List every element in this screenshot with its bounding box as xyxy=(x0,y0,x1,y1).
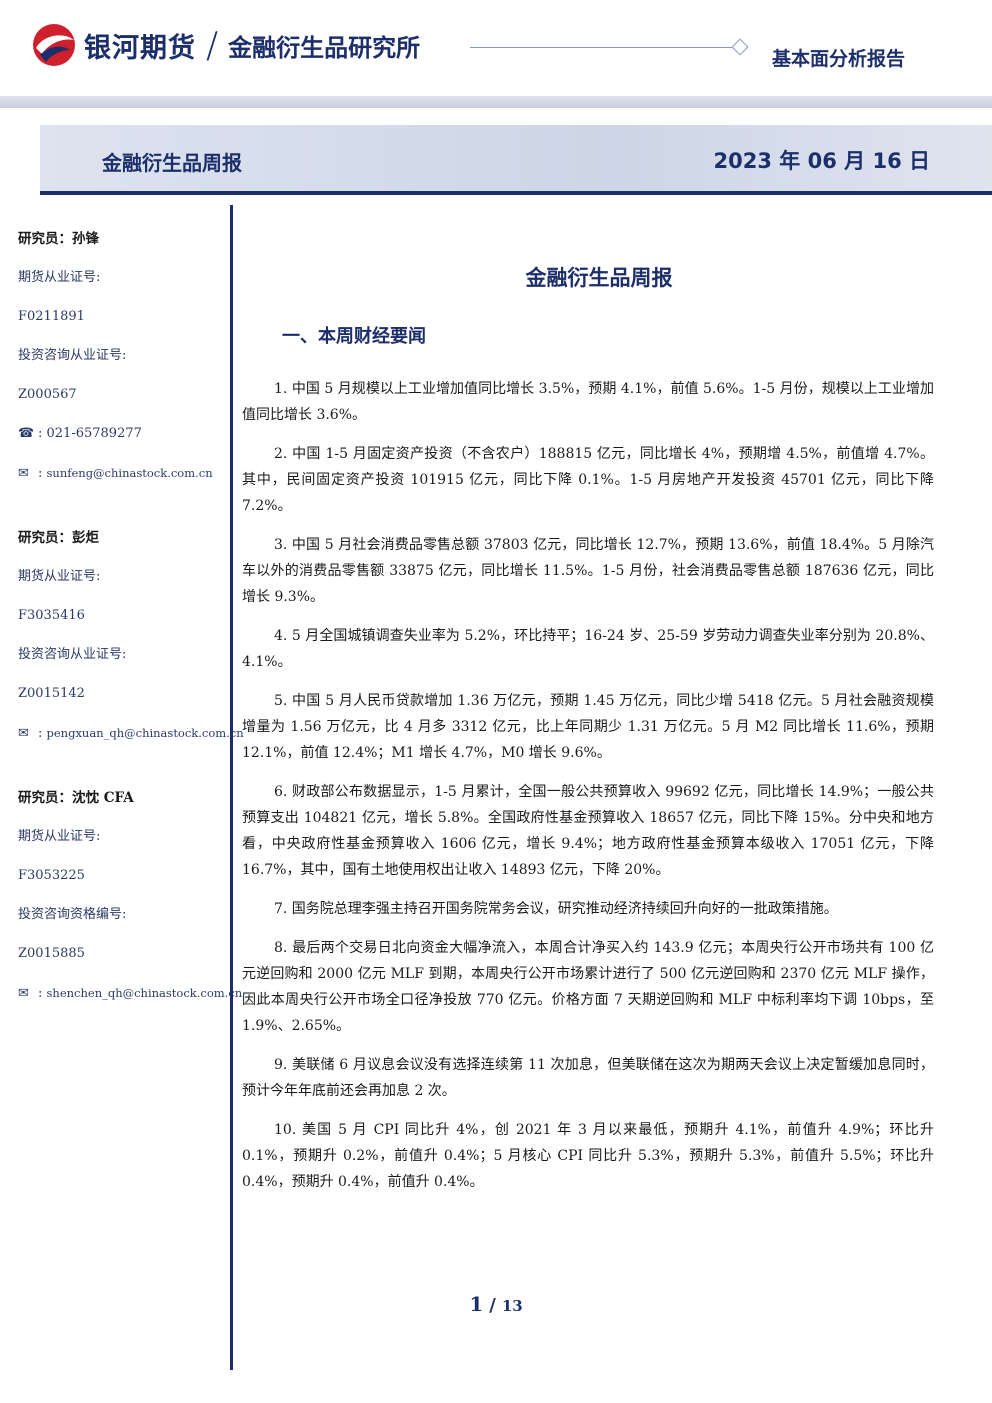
news-paragraph: 7. 国务院总理李强主持召开国务院常务会议，研究推动经济持续回升向好的一批政策措… xyxy=(274,901,838,917)
header-rule xyxy=(470,47,732,48)
brand-header: 银河期货 / 金融衍生品研究所 xyxy=(30,22,420,68)
analyst-card: 研究员：孙锋 期货从业证号: F0211891 投资咨询从业证号: Z00056… xyxy=(18,226,228,499)
page-number: 1/ 13 xyxy=(0,1292,992,1316)
news-paragraph: 8. 最后两个交易日北向资金大幅净流入，本周合计净买入约 143.9 亿元；本周… xyxy=(242,940,934,1034)
email-line: ✉: shenchen_qh@chinastock.com.cn xyxy=(18,980,242,1019)
section-heading: 一、本周财经要闻 xyxy=(282,326,426,347)
phone-number: 021-65789277 xyxy=(46,426,142,441)
news-paragraph: 5. 中国 5 月人民币贷款增加 1.36 万亿元，预期 1.45 万亿元，同比… xyxy=(242,693,934,761)
email-link[interactable]: sunfeng@chinastock.com.cn xyxy=(46,466,213,480)
analyst-sidebar: 研究员：孙锋 期货从业证号: F0211891 投资咨询从业证号: Z00056… xyxy=(18,226,244,1045)
header-diamond-ornament xyxy=(731,38,749,56)
futures-cert-number: F3035416 xyxy=(18,608,85,623)
page-separator: / xyxy=(489,1295,496,1316)
envelope-icon: ✉ xyxy=(18,986,29,1001)
news-paragraph: 9. 美联储 6 月议息会议没有选择连续第 11 次加息，但美联储在这次为期两天… xyxy=(242,1057,934,1099)
analyst-card: 研究员：沈忱 CFA 期货从业证号: F3053225 投资咨询资格编号: Z0… xyxy=(18,785,242,1019)
total-pages: 13 xyxy=(501,1297,523,1315)
futures-cert-label: 期货从业证号: xyxy=(18,270,101,285)
department-name: 金融衍生品研究所 xyxy=(228,33,421,62)
phone-line: ☎: 021-65789277 xyxy=(18,421,228,460)
main-content: 金融衍生品周报 一、本周财经要闻 1. 中国 5 月规模以上工业增加值同比增长 … xyxy=(242,262,934,1208)
envelope-icon: ✉ xyxy=(18,726,29,741)
news-paragraph: 2. 中国 1-5 月固定资产投资（不含农户）188815 亿元，同比增长 4%… xyxy=(242,446,934,514)
document-title: 金融衍生品周报 xyxy=(525,266,673,290)
analyst-card: 研究员：彭炬 期货从业证号: F3035416 投资咨询从业证号: Z00151… xyxy=(18,525,244,759)
current-page: 1 xyxy=(469,1292,484,1316)
analyst-name: 研究员：沈忱 CFA xyxy=(18,790,134,806)
advisory-cert-label: 投资咨询资格编号: xyxy=(18,907,127,922)
phone-icon: ☎ xyxy=(18,426,35,441)
futures-cert-number: F3053225 xyxy=(18,868,85,883)
news-paragraph: 10. 美国 5 月 CPI 同比升 4%，创 2021 年 3 月以来最低，预… xyxy=(242,1122,934,1190)
news-paragraph: 1. 中国 5 月规模以上工业增加值同比增长 3.5%，预期 4.1%，前值 5… xyxy=(242,381,934,423)
futures-cert-label: 期货从业证号: xyxy=(18,569,101,584)
news-paragraph: 6. 财政部公布数据显示，1-5 月累计，全国一般公共预算收入 99692 亿元… xyxy=(242,784,934,878)
futures-cert-label: 期货从业证号: xyxy=(18,829,101,844)
top-band xyxy=(0,96,992,108)
futures-cert-number: F0211891 xyxy=(18,309,85,324)
email-line: ✉: sunfeng@chinastock.com.cn xyxy=(18,460,228,499)
advisory-cert-label: 投资咨询从业证号: xyxy=(18,348,127,363)
vertical-divider xyxy=(230,205,233,1370)
brand-name: 银河期货 xyxy=(84,32,196,64)
report-series-title: 金融衍生品周报 xyxy=(102,151,242,175)
report-type: 基本面分析报告 xyxy=(772,48,906,70)
email-link[interactable]: shenchen_qh@chinastock.com.cn xyxy=(46,986,243,1000)
email-link[interactable]: pengxuan_qh@chinastock.com.cn xyxy=(46,726,244,740)
news-paragraph: 3. 中国 5 月社会消费品零售总额 37803 亿元，同比增长 12.7%，预… xyxy=(242,537,934,605)
analyst-name: 研究员：孙锋 xyxy=(18,231,99,247)
report-date: 2023 年 06 月 16 日 xyxy=(713,149,930,173)
email-line: ✉: pengxuan_qh@chinastock.com.cn xyxy=(18,720,244,759)
analyst-name: 研究员：彭炬 xyxy=(18,530,99,546)
envelope-icon: ✉ xyxy=(18,466,29,481)
advisory-cert-number: Z0015885 xyxy=(18,946,85,961)
news-paragraph: 4. 5 月全国城镇调查失业率为 5.2%，环比持平；16-24 岁、25-59… xyxy=(242,628,934,670)
brand-separator: / xyxy=(206,24,219,66)
advisory-cert-label: 投资咨询从业证号: xyxy=(18,647,127,662)
title-bar: 金融衍生品周报 2023 年 06 月 16 日 xyxy=(40,125,992,195)
advisory-cert-number: Z0015142 xyxy=(18,686,85,701)
galaxy-logo-icon xyxy=(33,24,75,66)
advisory-cert-number: Z000567 xyxy=(18,387,77,402)
